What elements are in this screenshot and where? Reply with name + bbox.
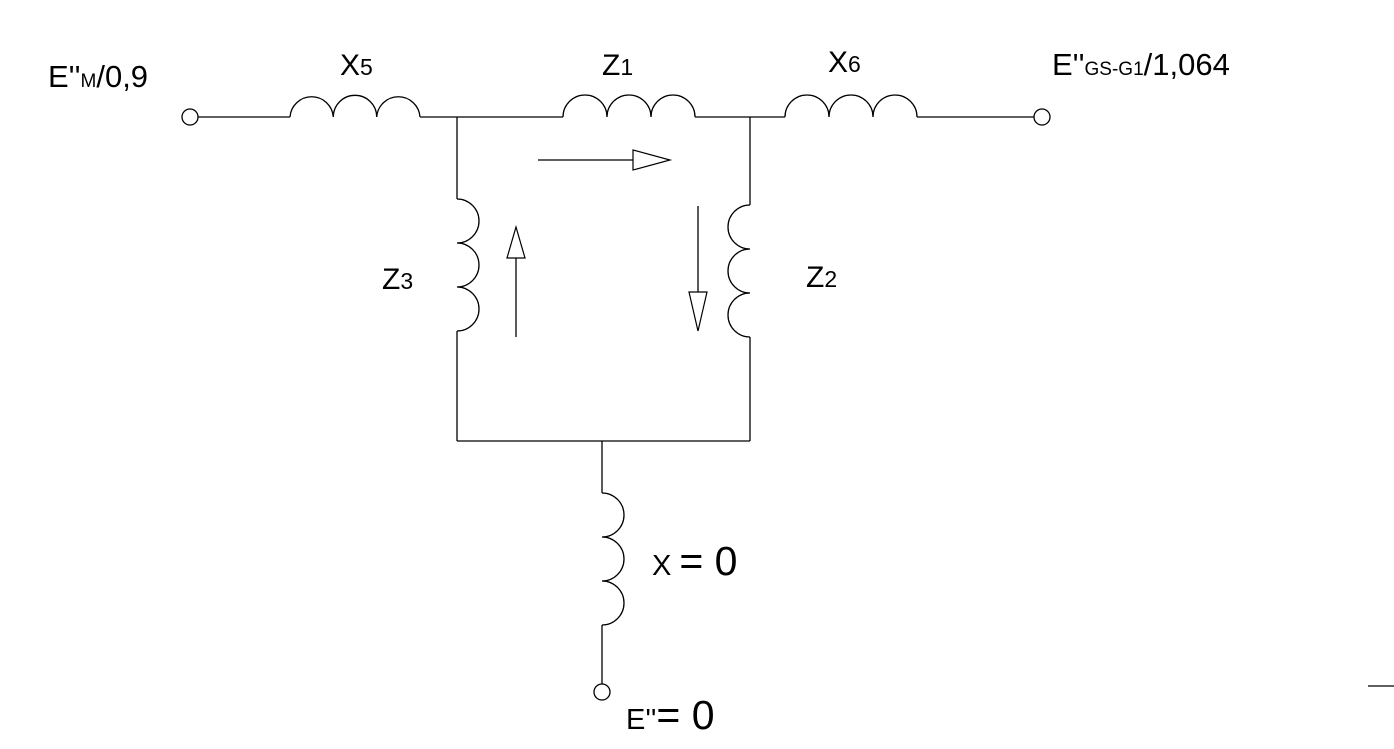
terminal-right	[1033, 108, 1051, 126]
inductor-x5	[289, 94, 421, 118]
label-z1: Z1	[602, 49, 633, 82]
inductor-z2	[727, 204, 751, 338]
inductor-z1	[562, 94, 696, 118]
inductor-x6	[784, 94, 918, 118]
arrow-down	[688, 206, 708, 332]
arrow-right	[538, 149, 673, 171]
label-x-ground: X= 0	[652, 538, 737, 584]
inductor-x	[601, 492, 625, 626]
label-e-ground: E''= 0	[626, 692, 715, 738]
inductor-z3	[456, 198, 480, 332]
label-x6: X6	[828, 46, 861, 79]
label-right-source: E''GS-G1/1,064	[1052, 47, 1230, 82]
label-z3: Z3	[382, 263, 413, 296]
label-z2: Z2	[806, 261, 837, 294]
terminal-left	[181, 108, 199, 126]
arrow-up	[506, 224, 526, 337]
label-left-source: E''M/0,9	[48, 59, 148, 94]
label-x5: X5	[340, 49, 373, 82]
terminal-ground	[593, 683, 611, 701]
